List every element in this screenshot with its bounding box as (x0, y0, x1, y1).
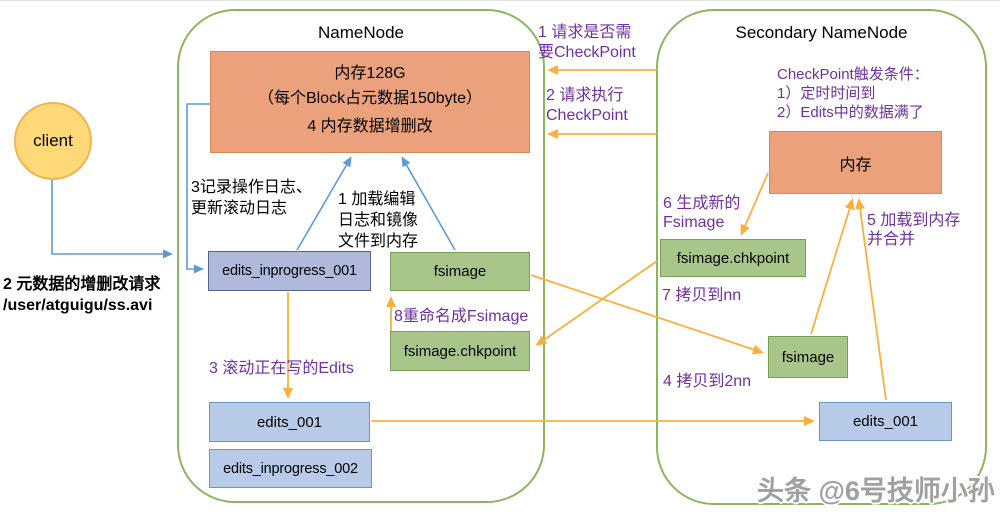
watermark: 头条 @6号技师小孙 (757, 476, 995, 506)
trigger-line1: CheckPoint触发条件： (777, 66, 929, 83)
trigger-line3: 2）Edits中的数据满了 (777, 104, 924, 121)
request2-label: 2 请求执行 CheckPoint (546, 86, 628, 126)
nn-record-log-line1: 3记录操作日志、 (191, 179, 312, 196)
snn-edits-001-label: edits_001 (852, 413, 919, 430)
nn-load-note: 1 加载编辑 日志和镜像 文件到内存 (338, 189, 418, 252)
metadata-request-line1: 2 元数据的增删改请求 (3, 276, 161, 293)
snn-generate-label: 6 生成新的 Fsimage (663, 194, 740, 232)
nn-edits-inprogress-001-box: edits_inprogress_001 (208, 251, 371, 291)
secondary-namenode-container: Secondary NameNode (656, 9, 987, 505)
request2-line2: CheckPoint (546, 107, 628, 124)
nn-memory-box: 内存128G （每个Block占元数据150byte） 4 内存数据增删改 (210, 51, 530, 153)
nn-edits-001-label: edits_001 (256, 413, 323, 431)
request2-line1: 2 请求执行 (546, 87, 624, 104)
request1-line1: 1 请求是否需 (538, 24, 632, 41)
snn-fsimage-chkpoint-box: fsimage.chkpoint (660, 239, 806, 277)
nn-load-line2: 日志和镜像 (338, 212, 419, 229)
snn-load-line2: 并合并 (867, 231, 916, 248)
nn-rename-label: 8重命名成Fsimage (394, 308, 529, 325)
snn-fsimage-chkpoint-label: fsimage.chkpoint (676, 249, 790, 267)
client-node: client (14, 102, 92, 180)
namenode-container: NameNode (177, 9, 545, 503)
nn-record-log-note: 3记录操作日志、 更新滚动日志 (191, 177, 312, 219)
nn-roll-edits-label: 3 滚动正在写的Edits (209, 360, 354, 377)
secondary-namenode-title: Secondary NameNode (735, 23, 908, 42)
nn-memory-line3: 4 内存数据增删改 (307, 118, 433, 135)
snn-generate-line2: Fsimage (663, 214, 725, 231)
nn-record-log-line2: 更新滚动日志 (191, 200, 288, 217)
snn-memory-box: 内存 (769, 131, 942, 194)
nn-edits-001-box: edits_001 (209, 402, 370, 442)
snn-memory-label: 内存 (839, 156, 872, 174)
nn-edits-inprogress-002-label: edits_inprogress_002 (223, 460, 358, 477)
snn-load-label: 5 加载到内存 并合并 (867, 211, 960, 249)
nn-load-line1: 1 加载编辑 (338, 191, 416, 208)
snn-edits-001-box: edits_001 (819, 402, 952, 441)
metadata-request-line2: /user/atguigu/ss.avi (3, 297, 153, 314)
nn-fsimage-chkpoint-label: fsimage.chkpoint (403, 342, 517, 360)
nn-fsimage-label: fsimage (433, 263, 487, 280)
nn-edits-inprogress-002-box: edits_inprogress_002 (209, 449, 372, 488)
snn-fsimage-label: fsimage (781, 348, 835, 366)
checkpoint-trigger-note: CheckPoint触发条件： 1）定时时间到 2）Edits中的数据满了 (777, 65, 929, 122)
nn-fsimage-box: fsimage (390, 252, 530, 291)
nn-load-line3: 文件到内存 (338, 233, 419, 250)
snn-copy-to-nn-label: 7 拷贝到nn (662, 287, 742, 304)
nn-edits-inprogress-001-label: edits_inprogress_001 (222, 263, 357, 279)
nn-memory-line2: （每个Block占元数据150byte） (257, 90, 483, 107)
snn-fsimage-box: fsimage (768, 336, 848, 378)
arrow-client-request (51, 173, 173, 259)
metadata-request-note: 2 元数据的增删改请求 /user/atguigu/ss.avi (3, 274, 160, 316)
trigger-line2: 1）定时时间到 (777, 85, 876, 102)
request1-line2: 要CheckPoint (538, 44, 636, 61)
nn-fsimage-chkpoint-box: fsimage.chkpoint (390, 331, 530, 371)
namenode-title: NameNode (318, 23, 404, 42)
snn-copy-to-2nn-label: 4 拷贝到2nn (663, 373, 752, 390)
arrow-copy-chkpoint-to-nn (535, 260, 658, 346)
client-label: client (33, 131, 73, 150)
snn-generate-line1: 6 生成新的 (663, 195, 741, 212)
snn-load-line1: 5 加载到内存 (867, 212, 961, 229)
nn-memory-line1: 内存128G (334, 65, 406, 82)
request1-label: 1 请求是否需 要CheckPoint (538, 23, 636, 63)
